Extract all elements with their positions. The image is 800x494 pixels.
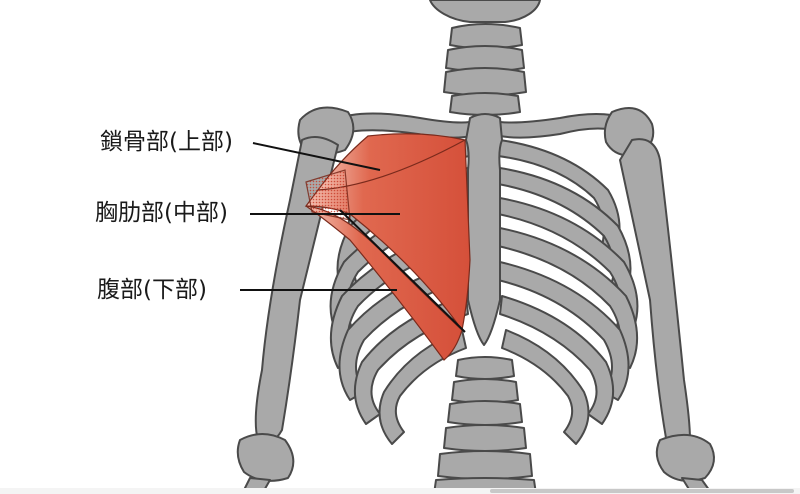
skull-base [429,0,541,23]
sternum [465,113,503,346]
label-abdominal-lower: 腹部(下部) [97,277,207,303]
leader-line-diagonal [339,209,466,333]
label-clavicular-upper: 鎖骨部(上部) [100,129,233,155]
horizontal-scrollbar[interactable] [0,488,800,494]
spine-lower [433,356,537,494]
label-sternocostal-middle: 胸肋部(中部) [95,200,228,226]
leader-line-upper [252,142,381,171]
pectoralis-major-muscle [304,133,471,361]
elbow-right [655,433,715,482]
humerus-right [619,138,691,447]
elbow-left [236,433,295,482]
cervical-vertebrae [443,23,527,116]
ribs-right [497,139,639,445]
scrollbar-thumb[interactable] [490,489,794,493]
